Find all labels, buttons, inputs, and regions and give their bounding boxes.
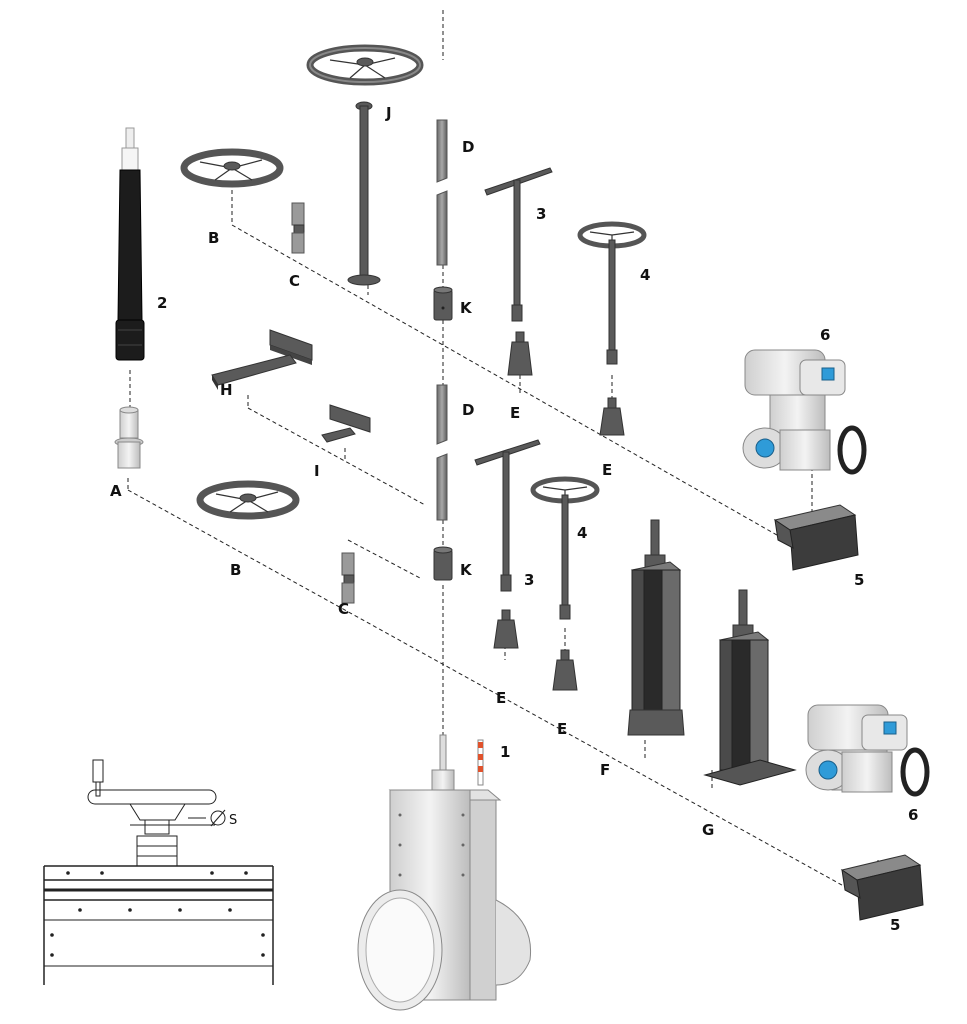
label-e-upper-4: E bbox=[602, 461, 612, 479]
item-6-electric-actuator-upper bbox=[742, 349, 867, 475]
label-1: 1 bbox=[500, 743, 510, 761]
item-b-handwheel-top bbox=[180, 148, 284, 188]
label-d-middle: D bbox=[462, 401, 474, 419]
label-4-upper: 4 bbox=[640, 266, 650, 284]
label-4-lower: 4 bbox=[577, 524, 587, 542]
label-f: F bbox=[600, 761, 610, 779]
label-k-lower: K bbox=[460, 561, 473, 579]
item-f-pillar-stand bbox=[627, 519, 685, 736]
label-c-top: C bbox=[289, 272, 300, 290]
label-d-top: D bbox=[462, 138, 474, 156]
item-i-small-bracket bbox=[321, 404, 371, 443]
label-i: I bbox=[314, 462, 320, 480]
item-e-cap-upper-3 bbox=[507, 331, 533, 376]
item-3-t-key-lower bbox=[474, 439, 541, 592]
item-e-cap-upper-4 bbox=[599, 397, 625, 436]
item-e-cap-lower-3 bbox=[493, 609, 519, 649]
item-g-pillar-stand-base bbox=[703, 589, 797, 786]
item-1-knife-gate-valve bbox=[357, 734, 532, 1011]
item-5-mounting-bracket-upper bbox=[773, 504, 859, 571]
item-k-coupling-top bbox=[433, 286, 453, 321]
item-c-universal-joint-lower bbox=[341, 552, 355, 604]
label-3-lower: 3 bbox=[524, 571, 534, 589]
item-h-wall-bracket bbox=[211, 329, 313, 390]
item-d-shaft-middle bbox=[436, 384, 448, 521]
item-2-extension-stem bbox=[115, 127, 145, 361]
item-4-handwheel-stem-lower bbox=[530, 476, 600, 620]
item-k-coupling-lower bbox=[433, 546, 453, 581]
label-k-top: K bbox=[460, 299, 473, 317]
label-e-lower-4: E bbox=[557, 720, 567, 738]
detail-handwheel-drawing bbox=[43, 759, 274, 985]
label-6-upper: 6 bbox=[820, 326, 830, 344]
item-6-electric-actuator-lower bbox=[805, 704, 930, 797]
label-2: 2 bbox=[157, 294, 167, 312]
label-5-upper: 5 bbox=[854, 571, 864, 589]
item-d-shaft-top bbox=[436, 119, 448, 266]
label-h: H bbox=[220, 381, 233, 399]
item-a-adapter bbox=[114, 406, 144, 469]
label-5-lower: 5 bbox=[890, 916, 900, 934]
item-c-universal-joint-top bbox=[291, 202, 305, 254]
label-b-top: B bbox=[208, 229, 219, 247]
part-labels: A B B C C D D E E E E F G H I J K K 1 2 … bbox=[110, 104, 918, 934]
label-diameter-s: S bbox=[229, 813, 237, 828]
label-a: A bbox=[110, 482, 122, 500]
label-e-lower-3: E bbox=[496, 689, 506, 707]
item-4-handwheel-stem-upper bbox=[577, 221, 647, 365]
label-b-lower: B bbox=[230, 561, 241, 579]
label-3-upper: 3 bbox=[536, 205, 546, 223]
label-g: G bbox=[702, 821, 714, 839]
item-e-cap-lower-4 bbox=[552, 649, 578, 691]
label-c-lower: C bbox=[338, 600, 349, 618]
label-j: J bbox=[385, 104, 392, 122]
label-e-upper-3: E bbox=[510, 404, 520, 422]
item-5-mounting-bracket-lower bbox=[840, 854, 924, 921]
item-j-handwheel-column bbox=[306, 44, 424, 286]
item-3-t-key-upper bbox=[484, 167, 553, 322]
label-6-lower: 6 bbox=[908, 806, 918, 824]
item-b-handwheel-lower bbox=[196, 480, 300, 520]
